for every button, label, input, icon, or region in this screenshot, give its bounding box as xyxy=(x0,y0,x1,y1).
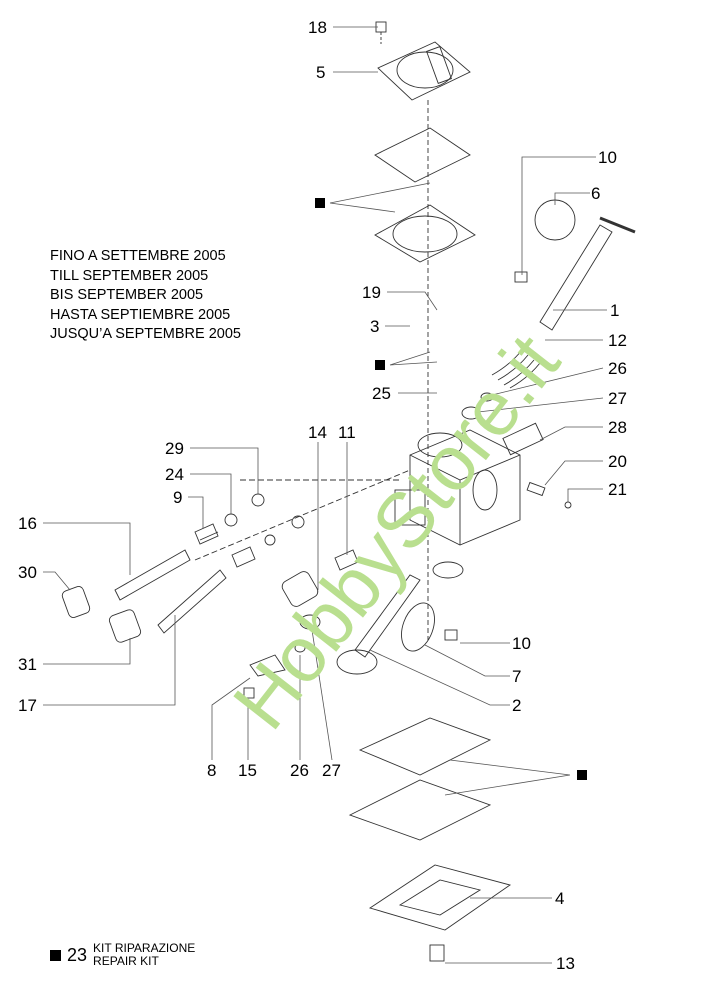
part-5-cover xyxy=(377,41,471,101)
callout: 29 xyxy=(165,439,184,458)
callout: 8 xyxy=(207,761,216,780)
callout: 11 xyxy=(338,423,356,442)
kit-number: 23 xyxy=(67,944,88,965)
part-21-ball xyxy=(564,501,572,509)
callout: 30 xyxy=(18,563,37,582)
callout: 1 xyxy=(610,301,619,320)
part-15-screw xyxy=(243,687,255,699)
part-28-fitting xyxy=(502,422,544,456)
kit-text: KIT RIPARAZIONE REPAIR KIT xyxy=(93,942,195,968)
part-17-needle xyxy=(157,569,227,634)
part-10-screw xyxy=(444,629,458,641)
callout: 21 xyxy=(608,480,627,499)
note-line: BIS SEPTEMBER 2005 xyxy=(50,287,204,303)
part-1-shaft xyxy=(539,224,613,331)
callout: 10 xyxy=(598,148,617,167)
note-line: HASTA SEPTIEMBRE 2005 xyxy=(50,306,231,323)
carburetor-body xyxy=(409,429,521,546)
callout: 27 xyxy=(608,389,627,408)
part-6-plate xyxy=(534,199,576,241)
callout: 12 xyxy=(608,331,627,350)
callout: 5 xyxy=(316,63,325,82)
callout: 14 xyxy=(308,423,327,442)
callout: 9 xyxy=(173,488,182,507)
part-20-screw xyxy=(526,481,546,497)
part-31-cap xyxy=(108,609,142,643)
part-27-seal xyxy=(299,614,321,630)
part-8-lever xyxy=(249,654,286,677)
callout: 10 xyxy=(512,634,531,653)
gasket xyxy=(358,717,492,776)
gasket xyxy=(374,127,471,183)
callout: 17 xyxy=(18,696,37,715)
part-16-needle xyxy=(114,549,191,601)
callout: 13 xyxy=(556,954,575,973)
part-27-seal xyxy=(461,406,481,420)
date-note: FINO A SETTEMBRE 2005 TILL SEPTEMBER 200… xyxy=(50,247,241,345)
callout: 28 xyxy=(608,418,627,437)
callout: 16 xyxy=(18,514,37,533)
callout: 26 xyxy=(290,761,309,780)
square-markers xyxy=(315,198,587,780)
callout: 15 xyxy=(238,761,257,780)
note-line: JUSQU’A SEPTEMBRE 2005 xyxy=(50,326,241,342)
callout: 3 xyxy=(370,317,379,336)
callout: 24 xyxy=(165,465,184,484)
leader-lines xyxy=(43,26,607,964)
spring xyxy=(231,546,256,568)
callout: 26 xyxy=(608,359,627,378)
repair-kit-legend: 23 KIT RIPARAZIONE REPAIR KIT xyxy=(50,942,195,968)
callout: 18 xyxy=(308,18,327,37)
part-30-cap xyxy=(61,586,91,618)
part-2-shaft xyxy=(354,574,421,658)
part-2-disc xyxy=(336,649,378,675)
callout: 31 xyxy=(18,655,37,674)
callout: 4 xyxy=(555,889,564,908)
kit-line-1: KIT RIPARAZIONE xyxy=(93,941,196,955)
part-26-washer xyxy=(294,643,306,653)
part-9-spring xyxy=(194,523,219,545)
gasket xyxy=(348,779,492,841)
callout: 27 xyxy=(322,761,341,780)
part-7-plate xyxy=(401,602,435,652)
callout: 19 xyxy=(362,283,381,302)
part-4-cover xyxy=(368,864,512,931)
kit-line-2: REPAIR KIT xyxy=(93,954,159,968)
callout: 6 xyxy=(591,184,600,203)
gasket xyxy=(374,204,476,263)
callout: 7 xyxy=(512,667,521,686)
note-line: TILL SEPTEMBER 2005 xyxy=(50,267,209,284)
part-26-washer xyxy=(480,392,494,402)
parts xyxy=(61,21,636,962)
callout: 2 xyxy=(512,696,521,715)
part-14 xyxy=(281,571,319,607)
callout: 25 xyxy=(372,384,391,403)
part-10-screw xyxy=(514,271,528,283)
square-marker-icon xyxy=(50,949,61,961)
note-line: FINO A SETTEMBRE 2005 xyxy=(50,248,226,264)
callout: 20 xyxy=(608,452,627,471)
callout-labels: 18 5 10 6 19 3 1 12 26 25 27 28 14 11 29… xyxy=(18,18,627,973)
part-13-screw xyxy=(429,944,445,962)
part-12-spring xyxy=(491,349,541,389)
body-boss xyxy=(394,489,426,526)
